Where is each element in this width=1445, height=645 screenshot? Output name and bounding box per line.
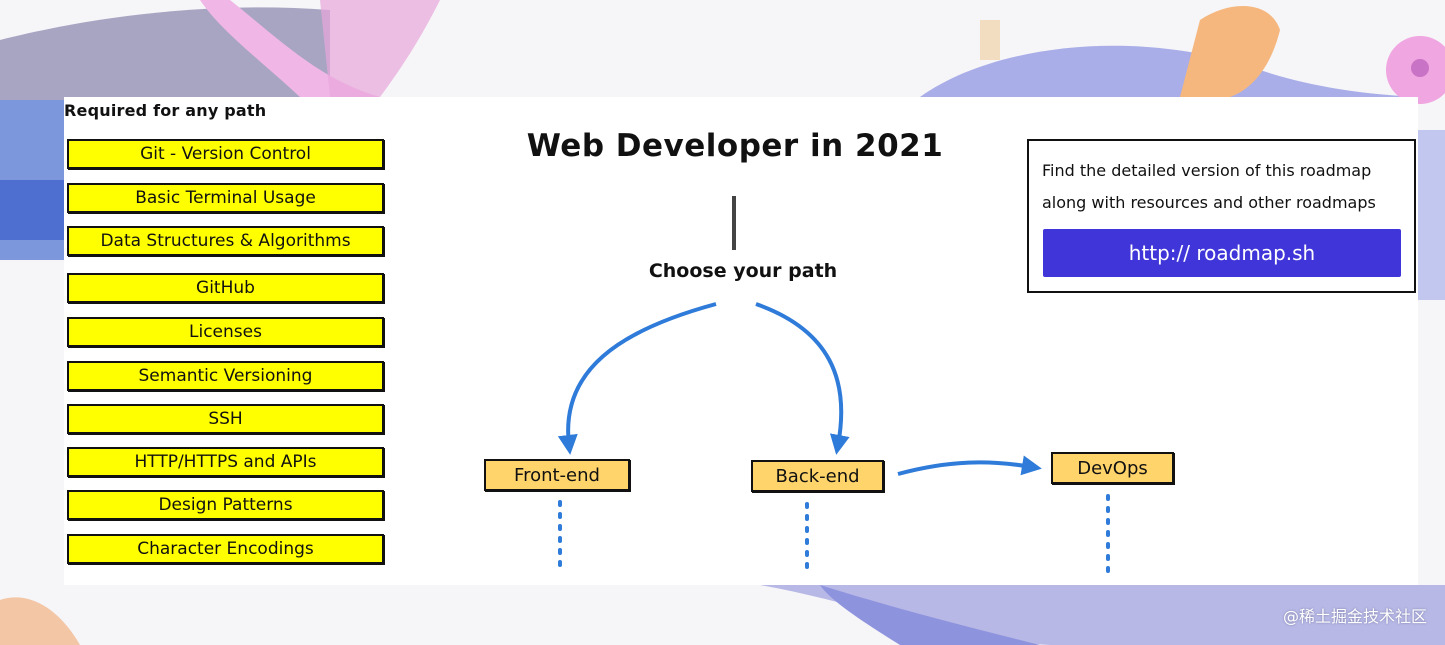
info-line-2: along with resources and other roadmaps bbox=[1042, 193, 1376, 212]
required-item-licenses[interactable]: Licenses bbox=[67, 317, 384, 347]
required-item-http[interactable]: HTTP/HTTPS and APIs bbox=[67, 447, 384, 477]
choose-path-label: Choose your path bbox=[648, 260, 838, 282]
required-title: Required for any path bbox=[64, 101, 267, 120]
path-backend[interactable]: Back-end bbox=[751, 460, 884, 492]
required-item-terminal[interactable]: Basic Terminal Usage bbox=[67, 183, 384, 213]
path-frontend[interactable]: Front-end bbox=[484, 459, 630, 491]
required-item-ssh[interactable]: SSH bbox=[67, 404, 384, 434]
required-item-design-patterns[interactable]: Design Patterns bbox=[67, 490, 384, 520]
page-title: Web Developer in 2021 bbox=[526, 128, 944, 164]
roadmap-link-button[interactable]: http:// roadmap.sh bbox=[1043, 229, 1401, 277]
required-item-semver[interactable]: Semantic Versioning bbox=[67, 361, 384, 391]
required-item-data-structures[interactable]: Data Structures & Algorithms bbox=[67, 226, 384, 256]
required-item-github[interactable]: GitHub bbox=[67, 273, 384, 303]
required-item-char-encodings[interactable]: Character Encodings bbox=[67, 534, 384, 564]
path-devops[interactable]: DevOps bbox=[1051, 452, 1174, 484]
required-item-git[interactable]: Git - Version Control bbox=[67, 139, 384, 169]
watermark-text: @稀土掘金技术社区 bbox=[1282, 607, 1427, 626]
info-box: Find the detailed version of this roadma… bbox=[1027, 139, 1416, 293]
info-line-1: Find the detailed version of this roadma… bbox=[1042, 161, 1372, 180]
